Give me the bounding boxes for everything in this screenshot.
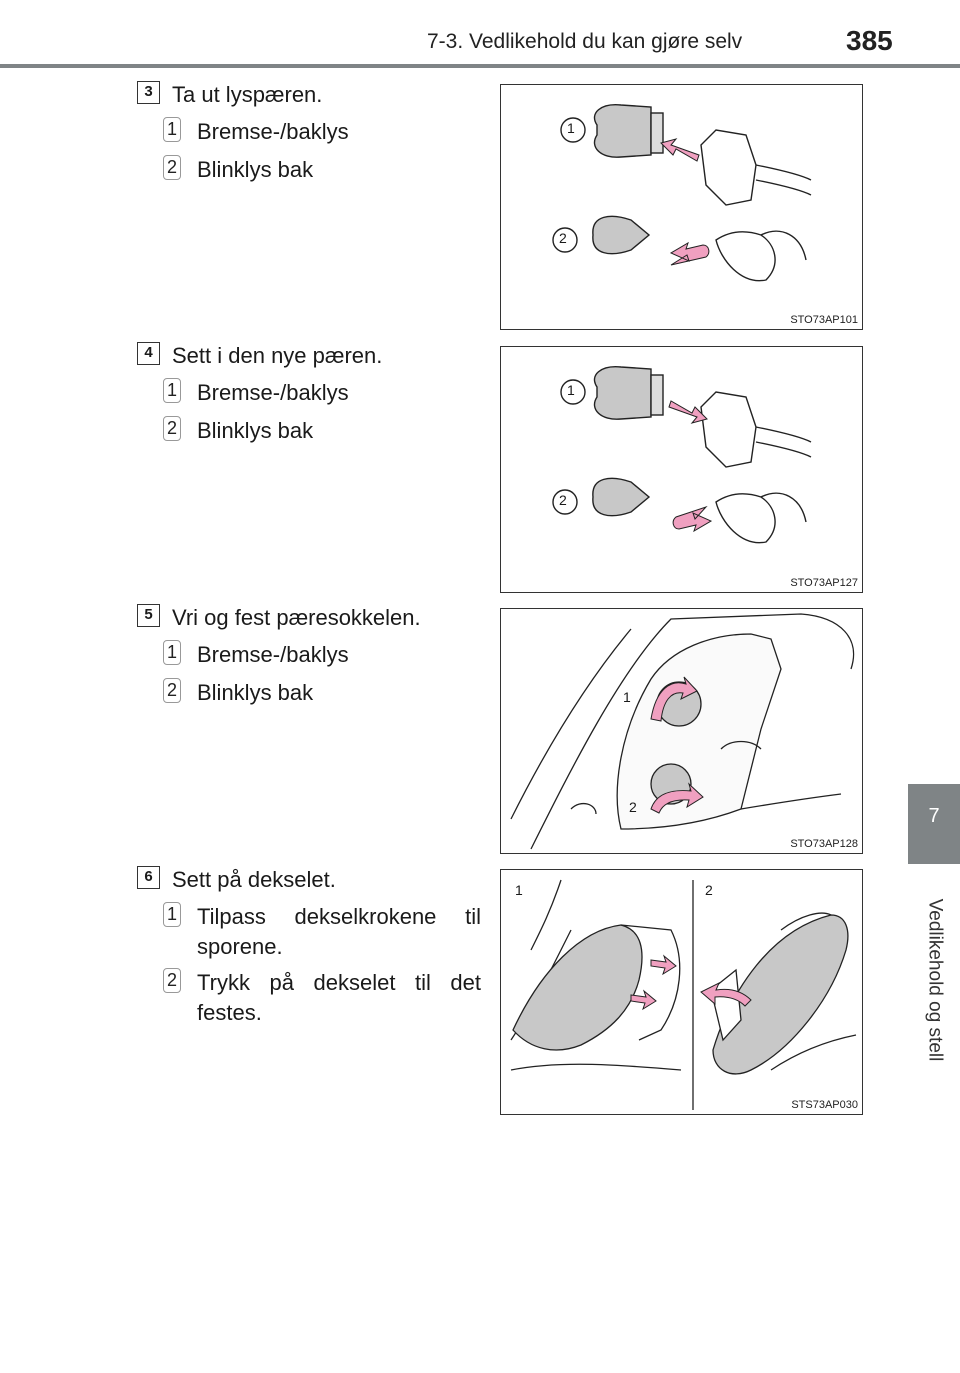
image-code: STO73AP101 — [790, 314, 858, 326]
step-4-item-1: Bremse-/baklys — [197, 380, 349, 405]
illustration-twist-socket: 1 2 STO73AP128 — [500, 608, 863, 854]
illustration-install-cover: 1 2 STS73AP030 — [500, 869, 863, 1115]
callout-2: 2 — [705, 882, 713, 898]
item-badge-2: 2 — [161, 155, 183, 180]
item-badge-1: 1 — [161, 902, 183, 927]
chapter-label: Vedlikehold og stell — [910, 870, 958, 1090]
page-number: 385 — [846, 25, 893, 56]
illustration-remove-bulb: 1 2 STO73AP101 — [500, 84, 863, 330]
item-badge-1: 1 — [161, 640, 183, 665]
step-number-4: 4 — [137, 342, 160, 365]
item-badge-2: 2 — [161, 968, 183, 993]
step-6-item-1-line-1: Tilpass dekselkrokene til — [197, 904, 481, 929]
image-code: STO73AP128 — [790, 838, 858, 850]
step-number-6: 6 — [137, 866, 160, 889]
page-header-title: 7-3. Vedlikehold du kan gjøre selv — [427, 30, 743, 53]
chapter-label-text: Vedlikehold og stell — [924, 898, 946, 1062]
callout-2: 2 — [559, 230, 567, 246]
illustration-insert-bulb: 1 2 STO73AP127 — [500, 346, 863, 593]
item-badge-2: 2 — [161, 416, 183, 441]
chapter-tab[interactable]: 7 — [908, 784, 960, 864]
image-code: STS73AP030 — [791, 1099, 858, 1111]
step-5-text: Vri og fest pæresokkelen. — [172, 605, 421, 630]
image-code: STO73AP127 — [790, 577, 858, 589]
item-badge-2: 2 — [161, 678, 183, 703]
step-3-item-2: Blinklys bak — [197, 157, 314, 182]
step-3-text: Ta ut lyspæren. — [172, 82, 323, 107]
step-5-item-1: Bremse-/baklys — [197, 642, 349, 667]
step-4-item-2: Blinklys bak — [197, 418, 314, 443]
callout-2: 2 — [629, 799, 637, 815]
callout-1: 1 — [567, 382, 575, 398]
callout-1: 1 — [515, 882, 523, 898]
step-5-item-2: Blinklys bak — [197, 680, 314, 705]
header-rule — [0, 64, 960, 68]
callout-1: 1 — [623, 689, 631, 705]
step-4-text: Sett i den nye pæren. — [172, 343, 383, 368]
step-6-item-2-line-2: festes. — [197, 1000, 262, 1025]
step-number-5: 5 — [137, 604, 160, 627]
step-6-item-1-line-2: sporene. — [197, 934, 283, 959]
step-6-text: Sett på dekselet. — [172, 867, 336, 892]
item-badge-1: 1 — [161, 117, 183, 142]
step-6-item-2-line-1: Trykk på dekselet til det — [197, 970, 481, 995]
callout-2: 2 — [559, 492, 567, 508]
item-badge-1: 1 — [161, 378, 183, 403]
step-number-3: 3 — [137, 81, 160, 104]
step-3-item-1: Bremse-/baklys — [197, 119, 349, 144]
callout-1: 1 — [567, 120, 575, 136]
